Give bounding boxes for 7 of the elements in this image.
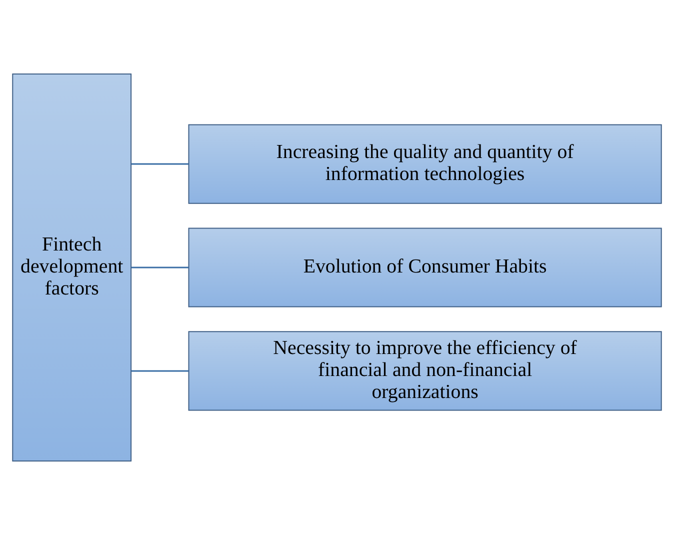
node-box: Evolution of Consumer Habits [188, 228, 662, 308]
node-box: Increasing the quality and quantity of information technologies [188, 124, 662, 204]
connector [131, 163, 189, 165]
connector [131, 266, 189, 268]
connector [131, 370, 189, 372]
node-box: Necessity to improve the efficiency of financial and non-financial organizations [188, 331, 662, 411]
node-box: Fintech development factors [12, 73, 132, 462]
